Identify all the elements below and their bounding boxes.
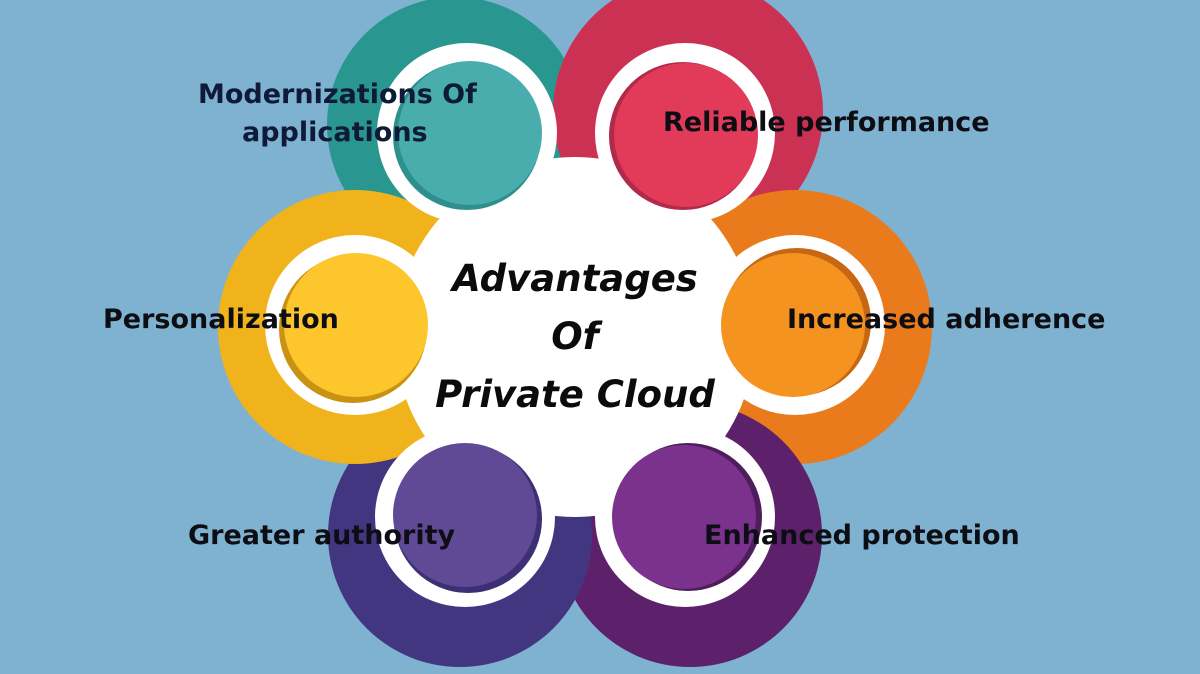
diagram-title: Advantages Of Private Cloud	[395, 250, 755, 424]
label-increased-adherence: Increased adherence	[787, 304, 1106, 335]
title-line-1: Advantages	[452, 257, 698, 300]
title-line-2: Of	[551, 315, 599, 358]
label-reliable-performance: Reliable performance	[663, 107, 990, 138]
petal-inner-circles	[265, 43, 885, 607]
label-modernization-line-1: Modernizations Of	[198, 79, 477, 110]
petal-inner-personalization	[284, 253, 428, 397]
center-circle	[395, 157, 755, 517]
petal-inner-modernization	[398, 61, 542, 205]
label-enhanced-protection: Enhanced protection	[704, 520, 1020, 551]
petal-inner-adherence	[721, 253, 865, 397]
petal-inner-reliable	[614, 63, 758, 207]
petal-inner-authority	[393, 443, 537, 587]
label-greater-authority: Greater authority	[188, 520, 456, 551]
label-modernization-line-2: applications	[242, 117, 428, 148]
label-modernization: Modernizations Of applications	[198, 76, 477, 152]
title-line-3: Private Cloud	[435, 373, 715, 416]
petal-inner-protection	[612, 445, 756, 589]
label-personalization: Personalization	[103, 304, 339, 335]
